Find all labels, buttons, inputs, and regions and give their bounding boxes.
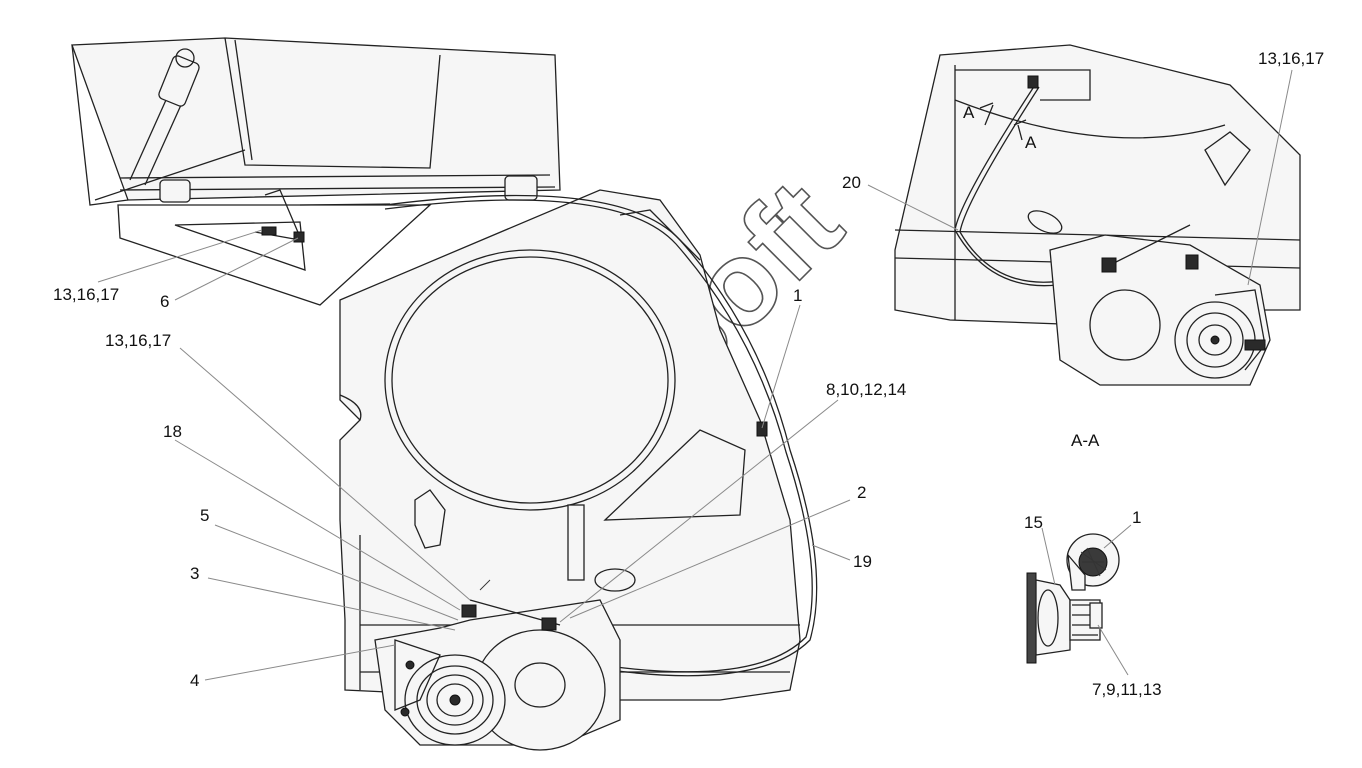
blower-gearbox-assembly — [374, 579, 621, 751]
section-title-a-a: A-A — [1071, 431, 1100, 450]
callout-13-16-17-top-right: 13,16,17 — [1258, 49, 1324, 68]
callout-1-detail: 1 — [1132, 508, 1141, 527]
detail-view-a-a — [1026, 533, 1120, 664]
callout-7-9-11-13: 7,9,11,13 — [1092, 680, 1162, 699]
top-right-inset-view — [894, 44, 1301, 386]
callout-6: 6 — [160, 292, 169, 311]
cab-hood-view — [71, 37, 561, 306]
callout-13-16-17-top-left: 13,16,17 — [53, 285, 119, 304]
callout-18: 18 — [163, 422, 182, 441]
leader-lines — [97, 69, 1293, 681]
section-mark-a-lower: A — [1025, 133, 1037, 152]
callout-3: 3 — [190, 564, 199, 583]
callout-15: 15 — [1024, 513, 1043, 532]
callout-8-10-12-14: 8,10,12,14 — [826, 380, 906, 399]
section-arrows — [979, 102, 1027, 141]
callout-13-16-17-mid-left: 13,16,17 — [105, 331, 171, 350]
section-mark-a-upper: A — [963, 103, 975, 122]
callout-5: 5 — [200, 506, 209, 525]
callout-1-main: 1 — [793, 286, 802, 305]
callout-19: 19 — [853, 552, 872, 571]
callout-2: 2 — [857, 483, 866, 502]
callout-20: 20 — [842, 173, 861, 192]
callout-4: 4 — [190, 671, 199, 690]
gas-strut — [129, 48, 200, 186]
